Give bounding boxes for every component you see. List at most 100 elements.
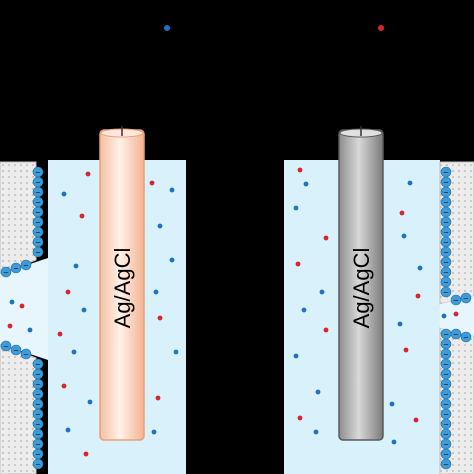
surface-charge-sign: − bbox=[453, 331, 459, 339]
anion-dot bbox=[9, 299, 15, 305]
surface-charge-sign: − bbox=[35, 461, 41, 469]
anion-dot bbox=[401, 233, 407, 239]
anion-dot bbox=[293, 205, 299, 211]
surface-charge-sign: − bbox=[443, 289, 449, 297]
anion-dot bbox=[391, 439, 397, 445]
anion-dot bbox=[61, 191, 67, 197]
surface-charge-sign: − bbox=[13, 265, 19, 273]
cation-dot bbox=[65, 289, 71, 295]
left-nanochannel bbox=[0, 258, 48, 360]
surface-charge-sign: − bbox=[443, 411, 449, 419]
ion-layer bbox=[7, 167, 459, 457]
surface-charge-sign: − bbox=[443, 229, 449, 237]
surface-charge bbox=[460, 292, 472, 304]
anion-dot bbox=[407, 180, 413, 186]
surface-charge-sign: − bbox=[35, 391, 41, 399]
surface-charge bbox=[440, 286, 452, 298]
anion-dot bbox=[73, 263, 79, 269]
cation-dot bbox=[295, 261, 301, 267]
surface-charge-sign: − bbox=[443, 179, 449, 187]
surface-charge-sign: − bbox=[35, 229, 41, 237]
surface-charge bbox=[460, 331, 472, 343]
surface-charge-sign: − bbox=[35, 209, 41, 217]
anion-dot bbox=[157, 223, 163, 229]
surface-charge-sign: − bbox=[23, 351, 29, 359]
surface-charge-sign: − bbox=[443, 341, 449, 349]
legend-anion-dot bbox=[164, 25, 170, 31]
cation-dot bbox=[157, 315, 163, 321]
surface-charge-sign: − bbox=[463, 334, 469, 342]
surface-charge-sign: − bbox=[35, 169, 41, 177]
surface-charge bbox=[10, 262, 22, 274]
surface-charge-sign: − bbox=[35, 189, 41, 197]
surface-charge bbox=[450, 328, 462, 340]
surface-charge-sign: − bbox=[443, 209, 449, 217]
anion-dot bbox=[87, 399, 93, 405]
anion-dot bbox=[313, 429, 319, 435]
anion-dot bbox=[293, 353, 299, 359]
surface-charge bbox=[32, 458, 44, 470]
anion-dot bbox=[441, 313, 447, 319]
surface-charge-sign: − bbox=[443, 461, 449, 469]
cation-dot bbox=[83, 451, 89, 457]
surface-charge-sign: − bbox=[453, 297, 459, 305]
cation-dot bbox=[19, 303, 25, 309]
surface-charge-sign: − bbox=[443, 351, 449, 359]
cation-dot bbox=[403, 347, 409, 353]
surface-charge-sign: − bbox=[443, 169, 449, 177]
surface-charge-sign: − bbox=[443, 331, 449, 339]
anion-dot bbox=[153, 289, 159, 295]
anion-dot bbox=[389, 401, 395, 407]
anion-dot bbox=[315, 389, 321, 395]
anion-dot bbox=[27, 327, 33, 333]
surface-charge-sign: − bbox=[443, 199, 449, 207]
surface-charge-sign: − bbox=[35, 441, 41, 449]
surface-charge-sign: − bbox=[23, 262, 29, 270]
surface-charge-sign: − bbox=[443, 381, 449, 389]
surface-charge-sign: − bbox=[35, 239, 41, 247]
cation-dot bbox=[323, 327, 329, 333]
left-membrane-upper bbox=[0, 161, 37, 275]
surface-charge-sign: − bbox=[35, 451, 41, 459]
surface-charge-sign: − bbox=[443, 391, 449, 399]
surface-charge bbox=[0, 266, 12, 278]
surface-charge-sign: − bbox=[35, 421, 41, 429]
surface-charge-sign: − bbox=[443, 361, 449, 369]
legend-markers bbox=[164, 25, 384, 31]
surface-charge-sign: − bbox=[443, 259, 449, 267]
anion-dot bbox=[65, 427, 71, 433]
anion-dot bbox=[169, 257, 175, 263]
cation-dot bbox=[149, 180, 155, 186]
surface-charge-sign: − bbox=[443, 269, 449, 277]
surface-charge-sign: − bbox=[3, 343, 9, 351]
surface-charge bbox=[10, 344, 22, 356]
anion-dot bbox=[173, 349, 179, 355]
surface-charge-sign: − bbox=[35, 431, 41, 439]
surface-charge bbox=[0, 340, 12, 352]
surface-charge-sign: − bbox=[443, 219, 449, 227]
surface-charge-sign: − bbox=[35, 361, 41, 369]
surface-charge-sign: − bbox=[443, 431, 449, 439]
surface-charge-sign: − bbox=[3, 269, 9, 277]
surface-charge-sign: − bbox=[443, 279, 449, 287]
anion-dot bbox=[319, 289, 325, 295]
surface-charge-sign: − bbox=[35, 219, 41, 227]
surface-charge-sign: − bbox=[35, 411, 41, 419]
left-electrode-label: Ag/AgCl bbox=[110, 248, 135, 329]
anion-dot bbox=[417, 265, 423, 271]
left-electrode: Ag/AgCl bbox=[99, 126, 145, 441]
right-electrode: Ag/AgCl bbox=[338, 126, 384, 441]
surface-charge-sign: − bbox=[463, 295, 469, 303]
surface-charge-sign: − bbox=[35, 199, 41, 207]
cation-dot bbox=[155, 395, 161, 401]
anion-dot bbox=[303, 181, 309, 187]
anion-dot bbox=[81, 307, 87, 313]
surface-charge-sign: − bbox=[443, 239, 449, 247]
cation-dot bbox=[323, 235, 329, 241]
surface-charge-layer: −−−−−−−−−−−−−−−−−−−−−−−−−−−−−−−−−−−−−−−−… bbox=[0, 166, 472, 470]
surface-charge bbox=[450, 294, 462, 306]
cation-dot bbox=[297, 415, 303, 421]
cation-dot bbox=[415, 293, 421, 299]
cation-dot bbox=[399, 210, 405, 216]
